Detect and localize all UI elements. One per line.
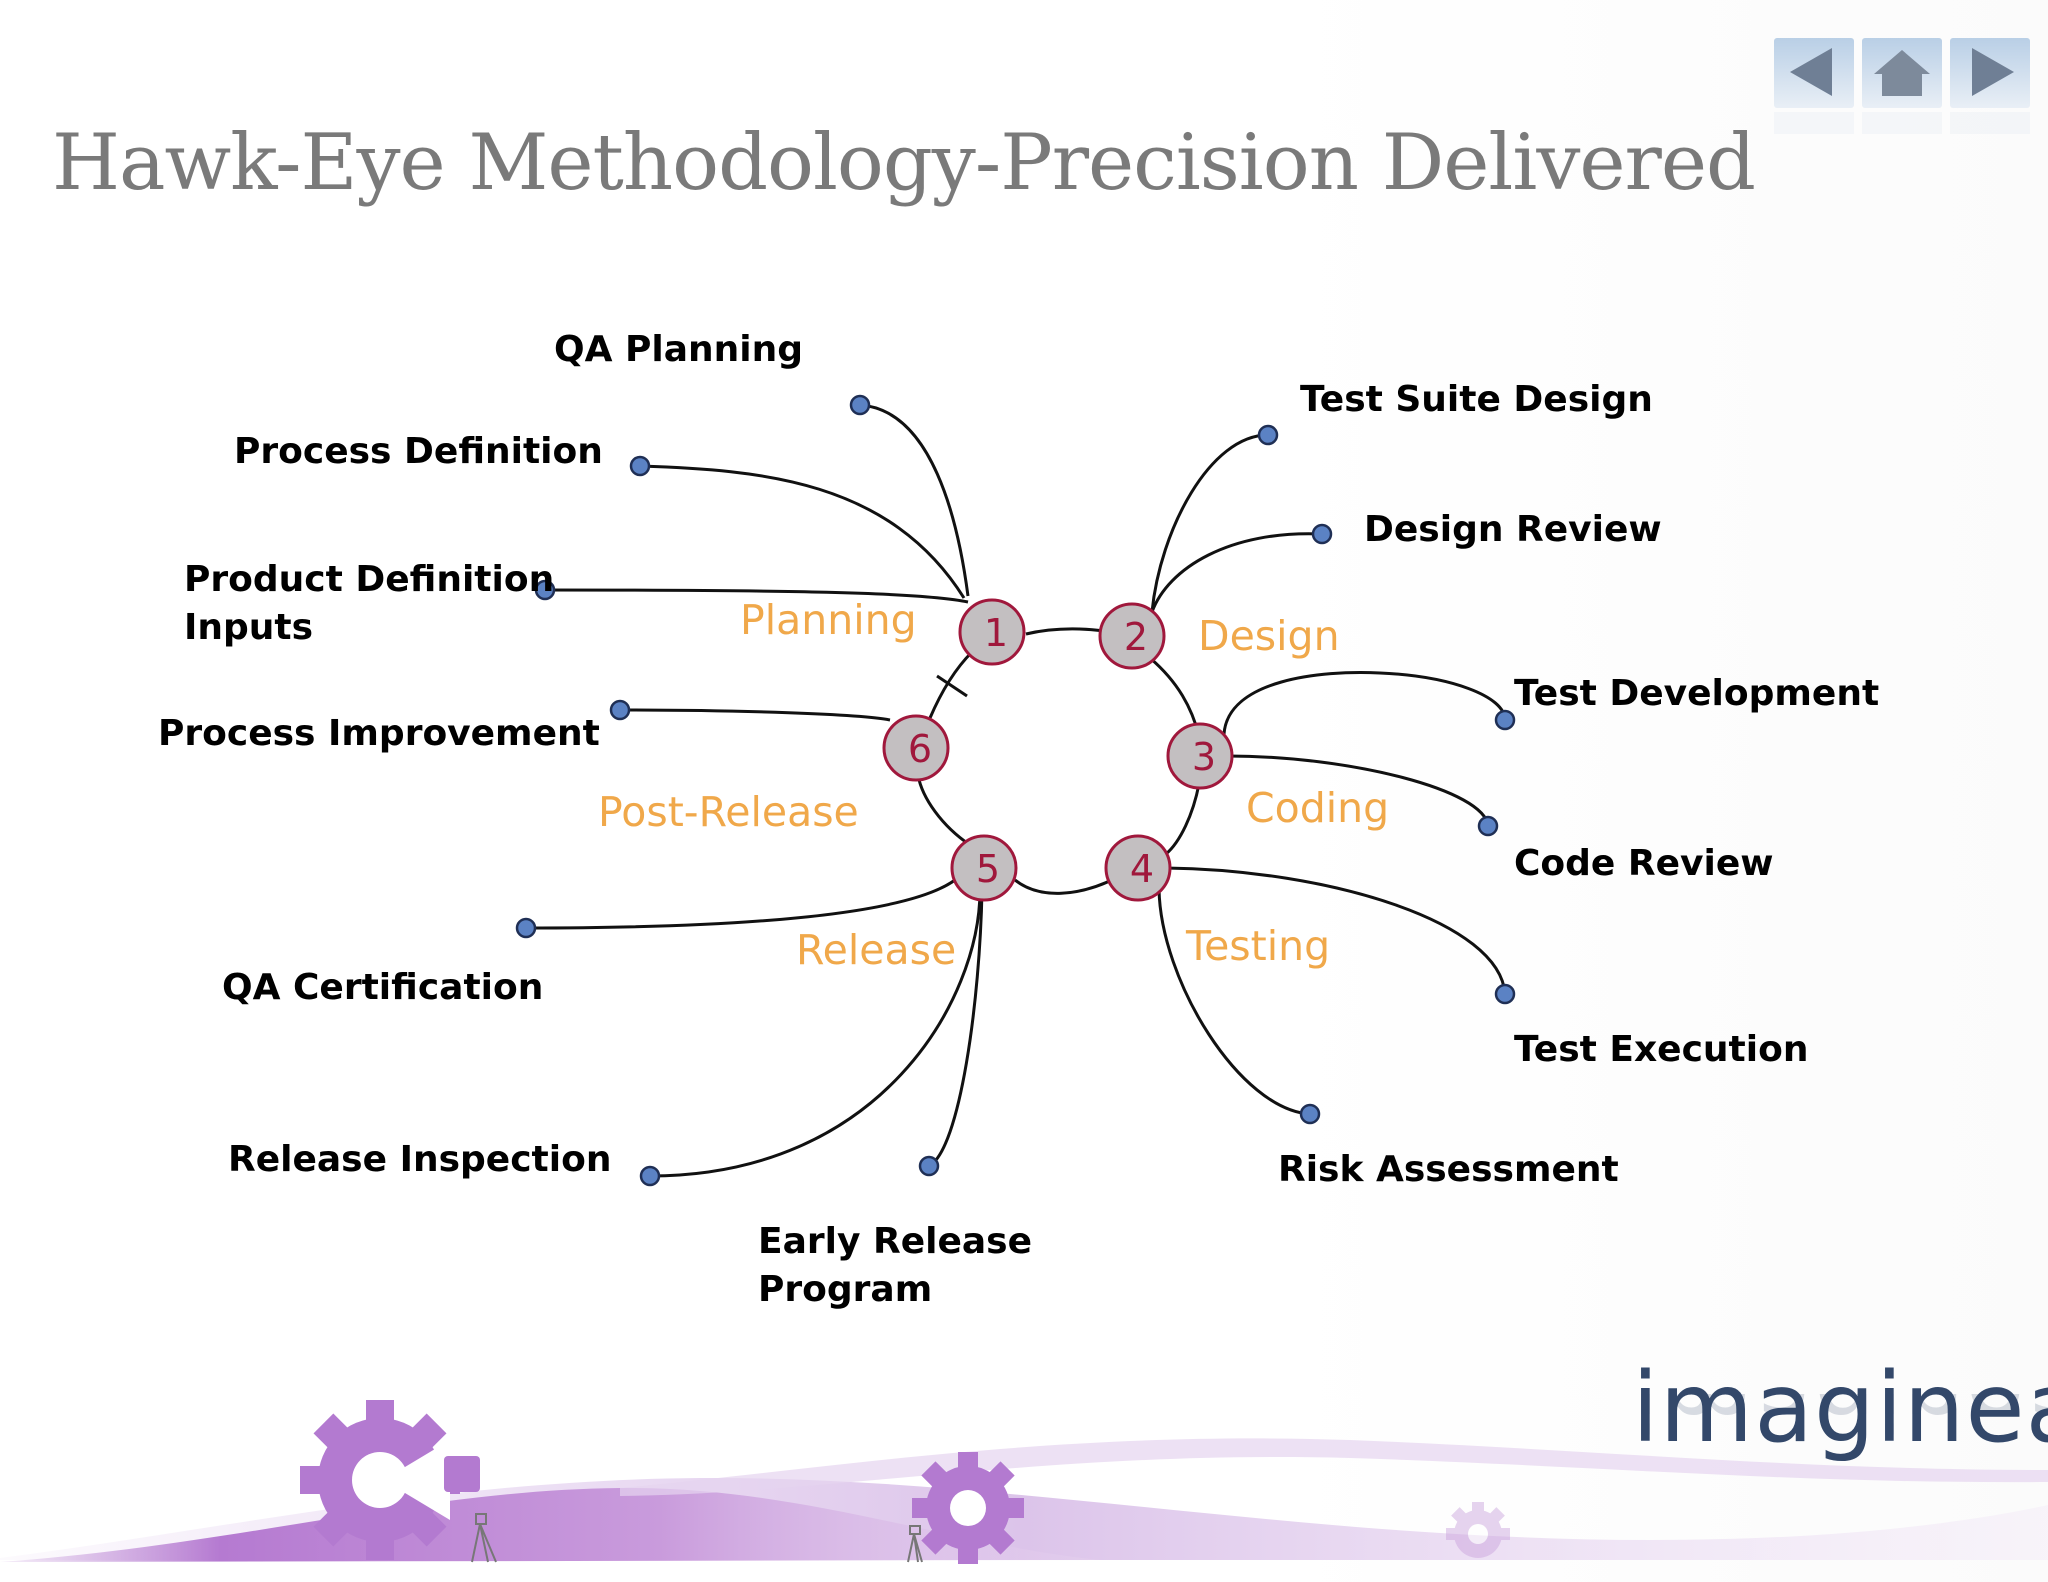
phase-node-5: 5	[950, 834, 1018, 902]
spoke-process-definition	[639, 464, 966, 599]
endpoint-test-execution	[1494, 983, 1516, 1005]
phase-label-planning: Planning	[740, 596, 917, 644]
phase-nodes: 1 2 3 4 5 6	[882, 598, 1234, 902]
activity-product-definition: Product Definition Inputs	[184, 559, 555, 648]
phase-node-6: 6	[882, 714, 950, 782]
activity-early-release-program: Early Release Program	[758, 1221, 1033, 1310]
activity-test-execution: Test Execution	[1514, 1029, 1809, 1070]
activity-design-review: Design Review	[1364, 509, 1662, 550]
activity-process-improvement: Process Improvement	[158, 713, 600, 754]
phase-node-1-number: 1	[984, 611, 1008, 655]
cycle-arc-6-1	[928, 650, 974, 719]
gear-icon	[1446, 1502, 1510, 1558]
prev-button[interactable]	[1772, 34, 1860, 138]
endpoint-product-definition	[534, 579, 556, 601]
phase-node-1: 1	[958, 598, 1026, 666]
spoke-test-suite-design	[1150, 433, 1269, 613]
activity-risk-assessment: Risk Assessment	[1278, 1149, 1619, 1190]
activity-qa-certification: QA Certification	[222, 967, 544, 1008]
endpoint-early-release	[918, 1155, 940, 1177]
cycle-arc-4-5	[1014, 876, 1117, 895]
activity-qa-planning: QA Planning	[554, 329, 804, 370]
activity-test-suite-design: Test Suite Design	[1300, 379, 1653, 420]
spoke-process-improvement	[619, 708, 891, 722]
tripod-figure-icon	[471, 1513, 923, 1563]
phase-node-4: 4	[1104, 834, 1172, 902]
phase-label-post-release: Post-Release	[598, 788, 859, 836]
phase-node-5-number: 5	[976, 847, 1000, 891]
imaginea-logo: imaginea	[1632, 1352, 2048, 1464]
gear-icon	[912, 1452, 1024, 1564]
arrow-left-icon	[1774, 38, 1854, 134]
home-icon	[1862, 38, 1942, 134]
home-button[interactable]	[1860, 34, 1948, 138]
endpoint-risk-assessment	[1299, 1103, 1321, 1125]
spoke-qa-planning	[859, 403, 970, 597]
arrow-right-icon	[1950, 38, 2030, 134]
spoke-release-inspection	[649, 889, 982, 1178]
activity-test-development: Test Development	[1514, 673, 1880, 714]
cycle-arc-5-6	[916, 774, 971, 847]
activity-process-definition: Process Definition	[234, 431, 603, 472]
phase-node-2-number: 2	[1124, 615, 1148, 659]
endpoint-process-definition	[629, 455, 651, 477]
phase-node-4-number: 4	[1130, 847, 1154, 891]
phase-label-release: Release	[796, 926, 957, 974]
phase-node-3-number: 3	[1192, 735, 1216, 779]
gear-icon	[300, 1400, 460, 1560]
endpoint-code-review	[1477, 815, 1499, 837]
endpoint-test-suite-design	[1257, 424, 1279, 446]
phase-node-3: 3	[1166, 722, 1234, 790]
phase-label-design: Design	[1198, 612, 1340, 660]
phase-label-coding: Coding	[1246, 784, 1390, 832]
phase-label-testing: Testing	[1186, 922, 1331, 970]
endpoint-design-review	[1311, 523, 1333, 545]
spoke-code-review	[1227, 754, 1490, 827]
endpoint-qa-certification	[515, 917, 537, 939]
endpoint-dots	[515, 394, 1516, 1187]
spoke-design-review	[1150, 532, 1323, 613]
bottom-decoration	[0, 1400, 2048, 1564]
slide-title: Hawk-Eye Methodology-Precision Delivered	[52, 118, 1756, 208]
spoke-early-release	[928, 889, 984, 1168]
activity-release-inspection: Release Inspection	[228, 1139, 612, 1180]
imaginea-logo-reflection: imaginea	[1632, 1394, 2048, 1444]
endpoint-process-improvement	[609, 699, 631, 721]
endpoint-release-inspection	[639, 1165, 661, 1187]
spoke-test-development	[1222, 671, 1507, 735]
spoke-product-definition	[544, 588, 969, 604]
connector-lines	[525, 403, 1507, 1178]
activity-code-review: Code Review	[1514, 843, 1774, 884]
puzzle-piece-icon	[444, 1456, 480, 1492]
phase-node-6-number: 6	[908, 727, 932, 771]
phase-node-2: 2	[1098, 602, 1166, 670]
spoke-qa-certification	[525, 878, 956, 930]
endpoint-test-development	[1494, 709, 1516, 731]
spoke-risk-assessment	[1157, 887, 1311, 1116]
endpoint-qa-planning	[849, 394, 871, 416]
cycle-tick	[936, 674, 968, 698]
cycle-arc-3-4	[1164, 783, 1201, 856]
next-button[interactable]	[1948, 34, 2036, 138]
spoke-test-execution	[1165, 866, 1507, 995]
